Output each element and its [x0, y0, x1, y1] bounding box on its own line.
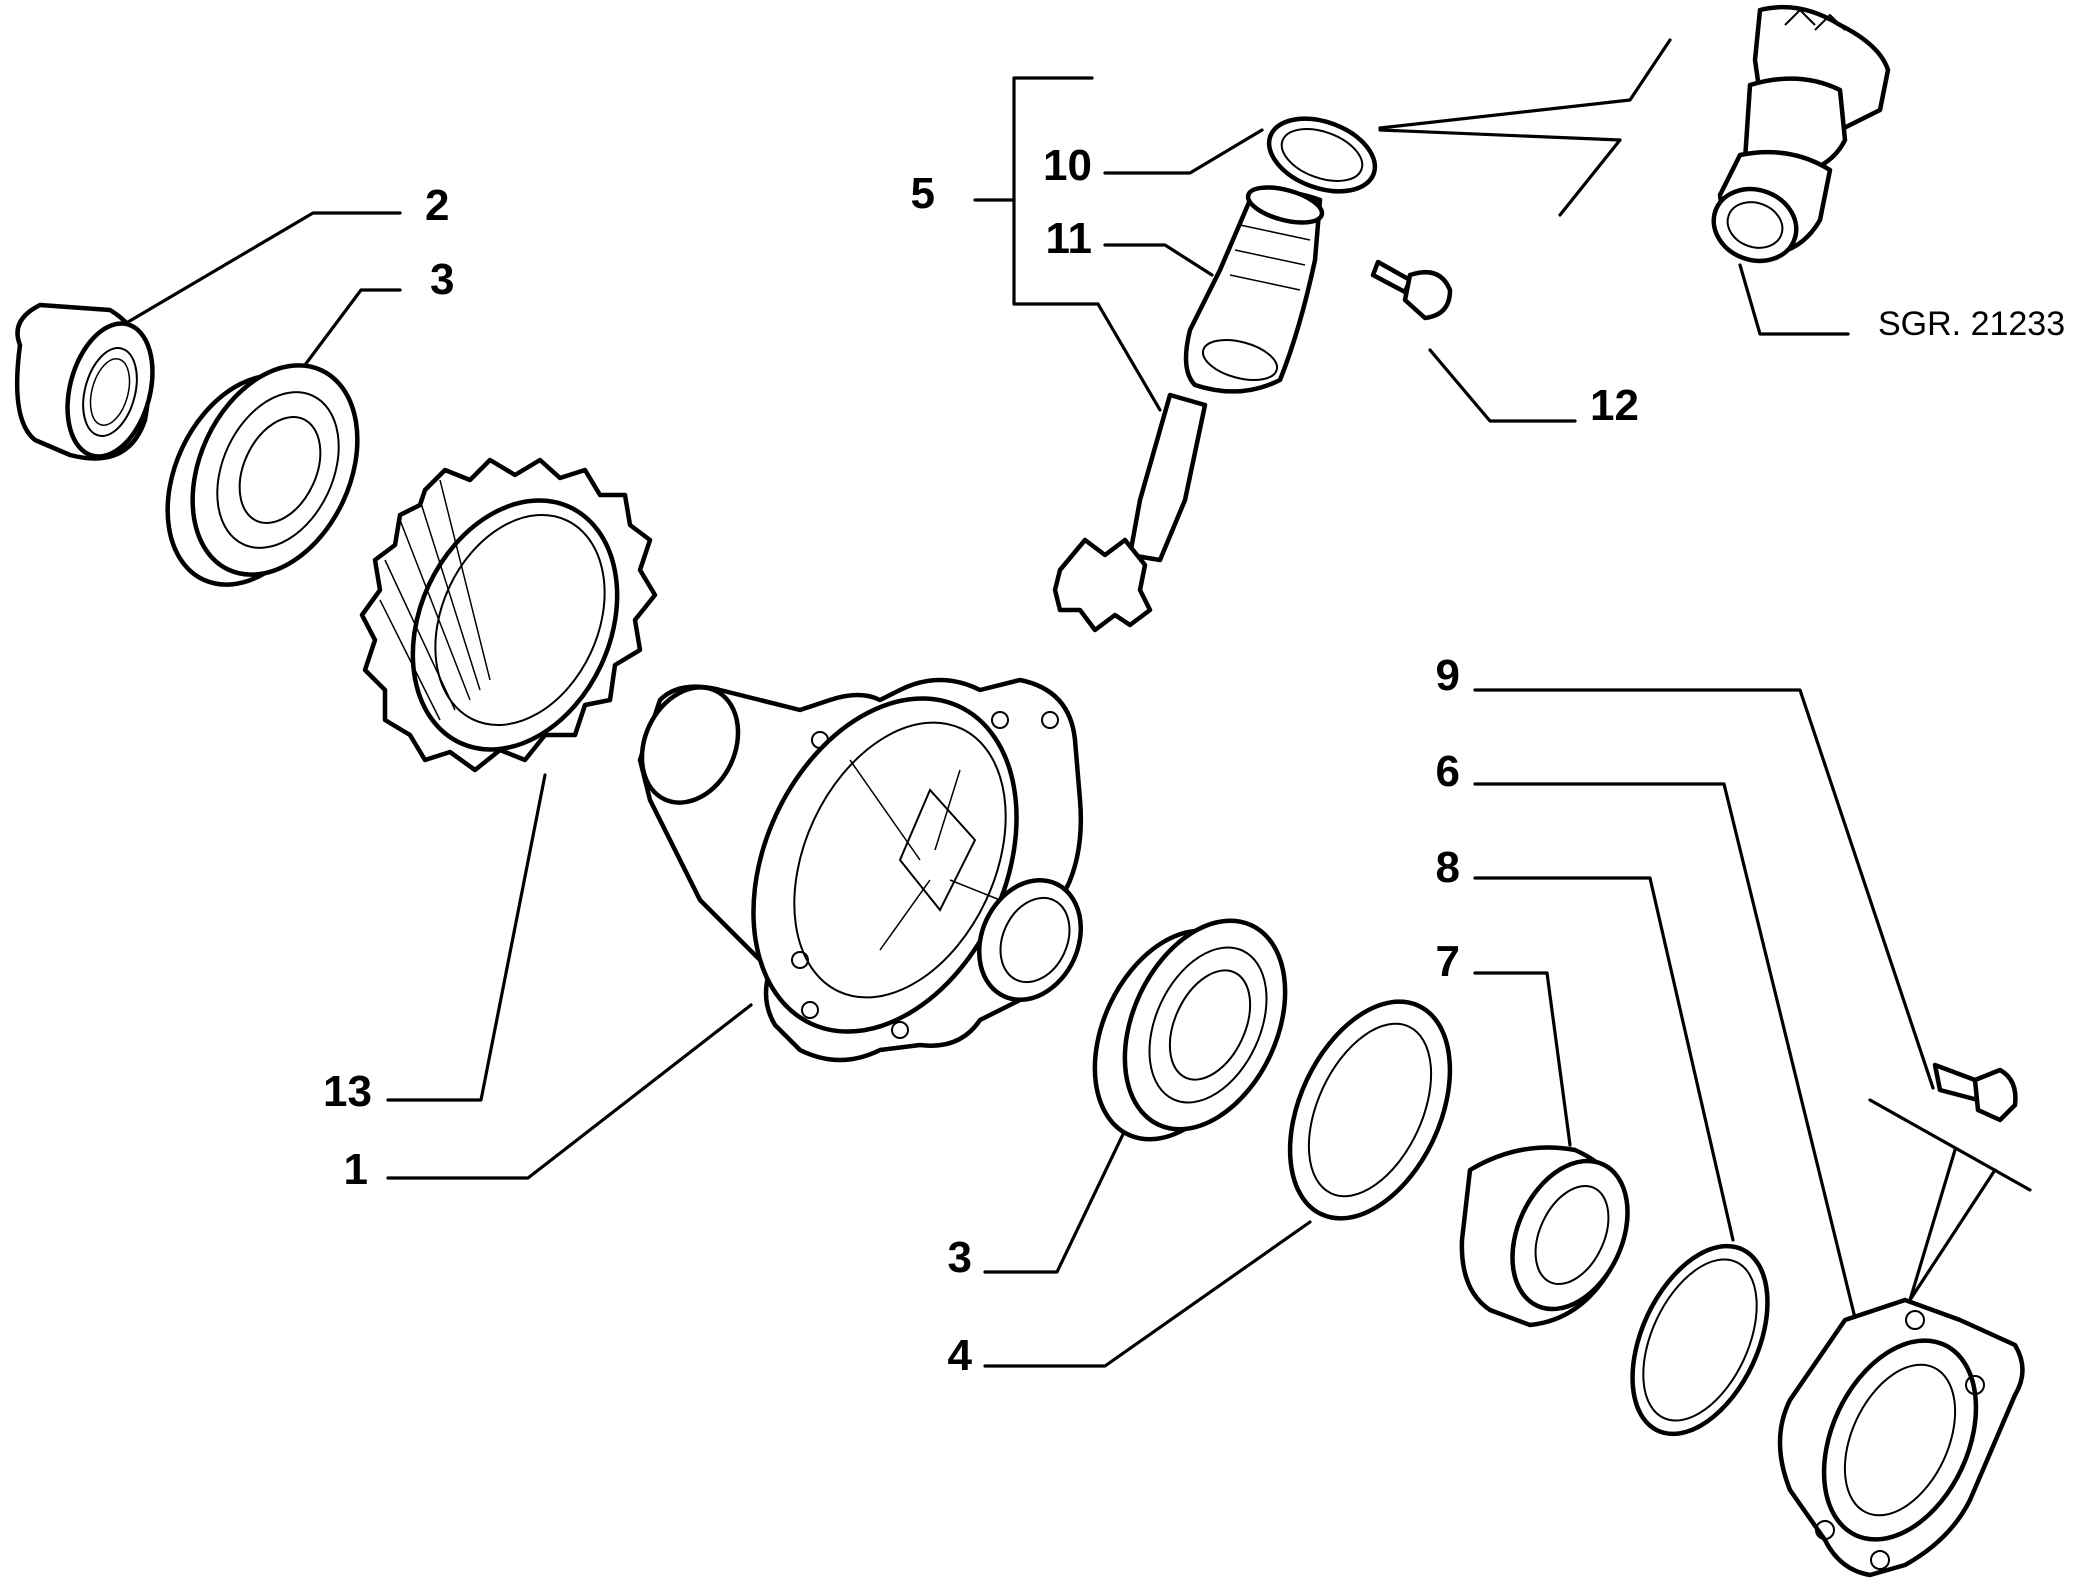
- leader-7: [1473, 971, 1572, 1147]
- sensor-link: [1378, 128, 1622, 217]
- label-7: 7: [1436, 937, 1460, 986]
- speed-sensor: [1711, 4, 1891, 264]
- leader-8: [1473, 876, 1735, 1242]
- leader-9-fork: [1908, 1148, 1997, 1302]
- leader-lines: [126, 38, 2032, 1368]
- label-4: 4: [948, 1331, 973, 1380]
- label-2: 2: [425, 181, 449, 230]
- label-8: 8: [1436, 843, 1460, 892]
- leader-13: [386, 773, 547, 1102]
- part-9-bolt: [1932, 1062, 2018, 1123]
- leader-1: [386, 1003, 753, 1180]
- part-3-roller-bearing-bottom: [1092, 918, 1288, 1142]
- leader-4: [983, 1220, 1312, 1368]
- part-13-crown-gear: [359, 457, 658, 773]
- drawing-code: SGR. 21233: [1878, 305, 2065, 343]
- label-12: 12: [1590, 381, 1639, 430]
- part-labels: 2 3 5 10 11 12 SGR. 21233 9 6 8 7 13 1 3…: [323, 141, 2065, 1380]
- bracket-5: [1012, 76, 1100, 306]
- label-10: 10: [1043, 141, 1092, 190]
- leader-2: [126, 211, 402, 324]
- part-1-differential-housing: [637, 677, 1084, 1063]
- part-2-bearing-cup: [14, 302, 155, 461]
- label-3-top: 3: [430, 255, 454, 304]
- part-7-bushing: [1459, 1145, 1630, 1328]
- label-3-bottom: 3: [948, 1233, 972, 1282]
- leader-sgr: [1738, 263, 1850, 336]
- leader-3-top: [288, 288, 402, 387]
- leader-6: [1473, 782, 1857, 1320]
- label-13: 13: [323, 1067, 372, 1116]
- part-6-flange-cover: [1777, 1297, 2025, 1578]
- label-11: 11: [1045, 214, 1092, 263]
- label-6: 6: [1436, 747, 1460, 796]
- leader-5-shaft: [1096, 302, 1162, 412]
- part-4-seal-ring: [1287, 999, 1453, 1221]
- label-9: 9: [1436, 651, 1460, 700]
- leader-3-bottom: [983, 1126, 1128, 1274]
- leader-9: [1473, 688, 1935, 1090]
- part-8-shim-ring: [1630, 1243, 1770, 1437]
- part-11-sleeve: [1183, 185, 1325, 394]
- label-1: 1: [344, 1145, 368, 1194]
- sensor-link-2: [1378, 38, 1672, 130]
- leader-10: [1103, 128, 1264, 175]
- part-10-o-ring: [1266, 116, 1378, 194]
- pinion-shaft: [1052, 392, 1208, 633]
- part-12-screw: [1370, 259, 1453, 321]
- leader-11: [1103, 243, 1214, 277]
- leader-9-cut: [1868, 1098, 2032, 1192]
- label-5: 5: [911, 169, 935, 218]
- leader-12: [1428, 348, 1577, 423]
- part-3-roller-bearing-top: [165, 363, 360, 587]
